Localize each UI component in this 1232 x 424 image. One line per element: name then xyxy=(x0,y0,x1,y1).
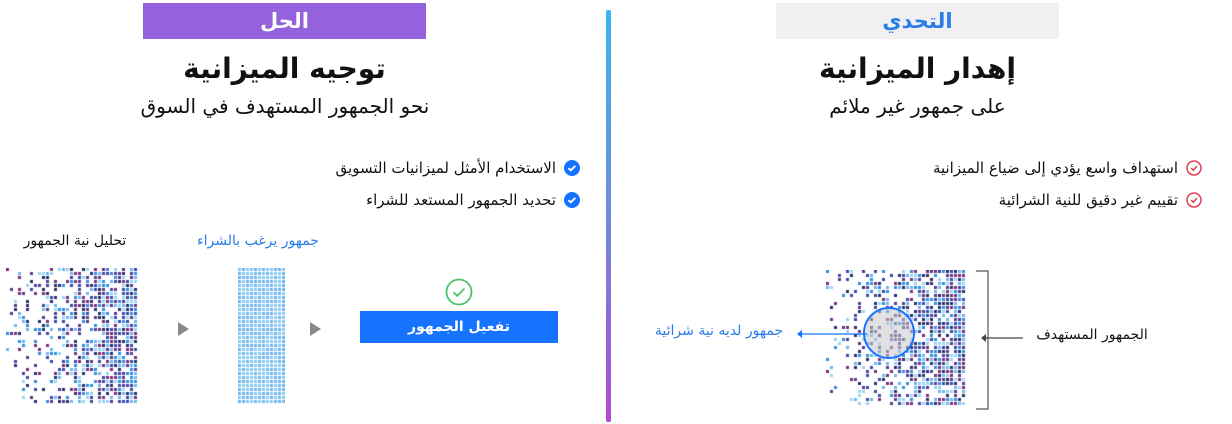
solution-subtitle: نحو الجمهور المستهدف في السوق xyxy=(140,94,430,118)
solution-bullet: الاستخدام الأمثل لميزانيات التسويق xyxy=(336,157,580,179)
challenge-bullet: تقييم غير دقيق للنية الشرائية xyxy=(933,189,1202,211)
challenge-bullet: استهداف واسع يؤدي إلى ضياع الميزانية xyxy=(933,157,1202,179)
solution-bullet: تحديد الجمهور المستعد للشراء xyxy=(336,189,580,211)
challenge-bullet-list: استهداف واسع يؤدي إلى ضياع الميزانية تقي… xyxy=(933,157,1202,211)
section-divider xyxy=(606,10,611,422)
audience-analysis-caption: تحليل نية الجمهور xyxy=(23,233,127,249)
intent-audience-label: جمهور لديه نية شرائية xyxy=(654,323,784,339)
solution-badge: الحل xyxy=(143,3,426,39)
challenge-title: إهدار الميزانية xyxy=(819,52,1016,85)
arrow-left-icon xyxy=(797,330,867,338)
solution-bullet-text: الاستخدام الأمثل لميزانيات التسويق xyxy=(335,159,556,177)
check-circle-outline-icon xyxy=(445,278,473,306)
triangle-right-icon xyxy=(178,322,189,336)
x-circle-icon xyxy=(1186,160,1202,176)
arrow-left-icon xyxy=(981,334,1023,342)
challenge-bullet-text: استهداف واسع يؤدي إلى ضياع الميزانية xyxy=(932,159,1178,177)
triangle-right-icon xyxy=(310,322,321,336)
intent-highlight-circle xyxy=(863,307,915,359)
target-audience-label: الجمهور المستهدف xyxy=(1036,327,1148,343)
solution-bullet-list: الاستخدام الأمثل لميزانيات التسويق تحديد… xyxy=(336,157,580,211)
solution-title: توجيه الميزانية xyxy=(183,52,386,85)
challenge-badge: التحدي xyxy=(776,3,1059,39)
activate-audience-button[interactable]: تفعيل الجمهور xyxy=(360,311,558,343)
ready-audience-grid xyxy=(238,268,285,405)
x-circle-icon xyxy=(1186,192,1202,208)
check-circle-icon xyxy=(564,192,580,208)
challenge-subtitle: على جمهور غير ملائم xyxy=(829,94,1006,118)
challenge-bullet-text: تقييم غير دقيق للنية الشرائية xyxy=(998,191,1178,209)
solution-bullet-text: تحديد الجمهور المستعد للشراء xyxy=(366,191,556,209)
target-bracket xyxy=(976,270,989,410)
ready-audience-caption: جمهور يرغب بالشراء xyxy=(197,233,319,249)
check-circle-icon xyxy=(564,160,580,176)
audience-analysis-dots xyxy=(6,268,141,405)
